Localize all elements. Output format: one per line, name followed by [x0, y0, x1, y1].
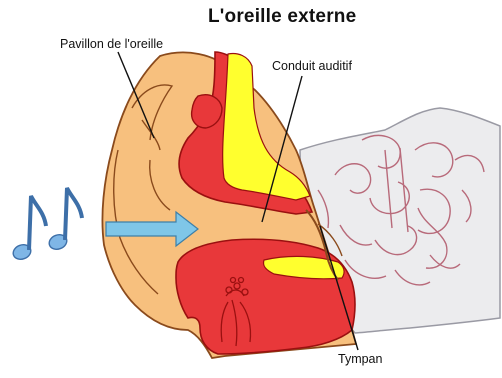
label-conduit-auditif: Conduit auditif	[272, 59, 352, 73]
label-pavillon: Pavillon de l'oreille	[60, 37, 163, 51]
lower-canal-tissue	[176, 239, 355, 354]
music-notes-icon	[11, 188, 82, 262]
label-tympan: Tympan	[338, 352, 382, 366]
diagram-title: L'oreille externe	[208, 6, 356, 28]
